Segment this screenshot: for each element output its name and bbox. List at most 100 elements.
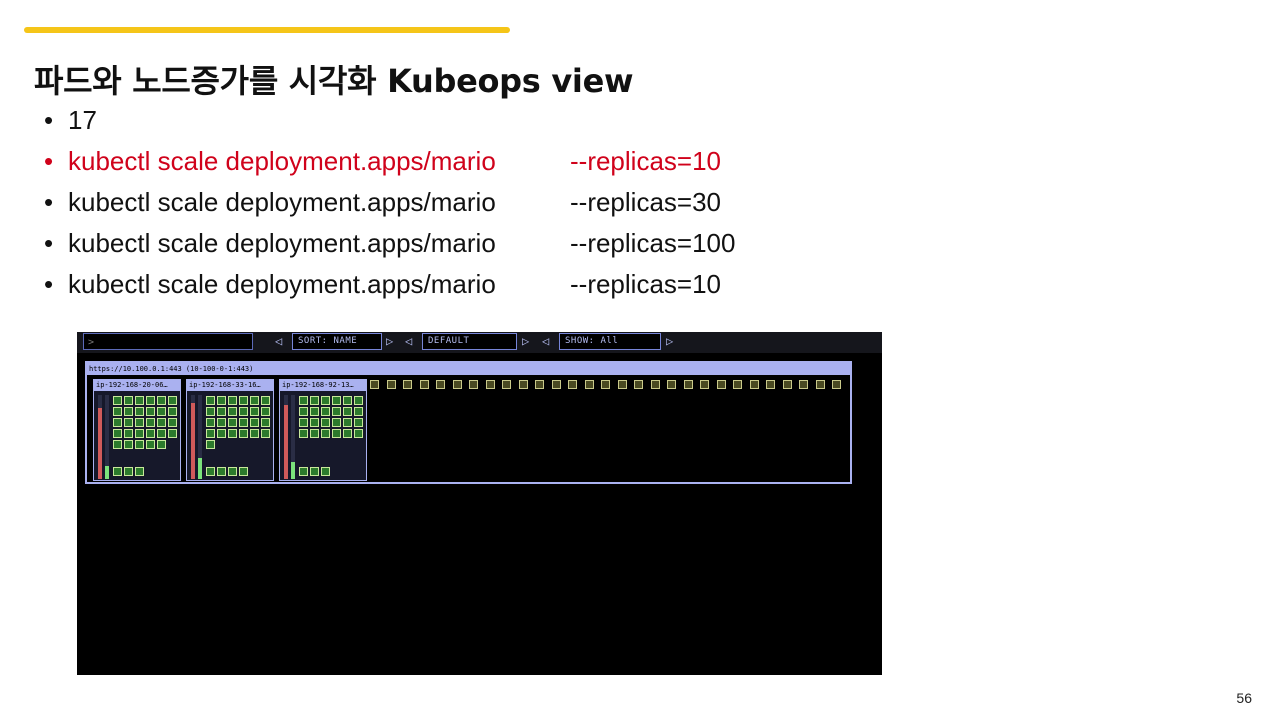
show-prev-arrow-icon[interactable]: ◁ xyxy=(542,334,550,348)
pod[interactable] xyxy=(332,396,341,405)
pending-pod[interactable] xyxy=(617,380,627,389)
pod[interactable] xyxy=(135,418,144,427)
pod[interactable] xyxy=(250,396,259,405)
pending-pod[interactable] xyxy=(716,380,726,389)
system-pod[interactable] xyxy=(228,467,237,476)
pending-pod[interactable] xyxy=(502,380,511,389)
pod[interactable] xyxy=(299,418,308,427)
pod[interactable] xyxy=(157,440,166,449)
pending-pod[interactable] xyxy=(370,380,379,389)
system-pod[interactable] xyxy=(310,467,319,476)
pod[interactable] xyxy=(332,418,341,427)
pod[interactable] xyxy=(228,418,237,427)
pending-pod[interactable] xyxy=(419,380,429,389)
pod[interactable] xyxy=(299,429,308,438)
pending-pod[interactable] xyxy=(634,380,643,389)
pending-pod[interactable] xyxy=(667,380,676,389)
pod[interactable] xyxy=(206,407,215,416)
pod[interactable] xyxy=(250,407,259,416)
pod[interactable] xyxy=(239,407,248,416)
pod[interactable] xyxy=(124,407,133,416)
pod[interactable] xyxy=(343,396,352,405)
pod[interactable] xyxy=(332,429,341,438)
system-pod[interactable] xyxy=(239,467,248,476)
pod[interactable] xyxy=(146,418,155,427)
system-pod[interactable] xyxy=(217,467,226,476)
pod[interactable] xyxy=(332,407,341,416)
pod[interactable] xyxy=(206,396,215,405)
pod[interactable] xyxy=(261,418,270,427)
pod[interactable] xyxy=(321,418,330,427)
pod[interactable] xyxy=(354,407,363,416)
pending-pod[interactable] xyxy=(469,380,478,389)
pod[interactable] xyxy=(217,407,226,416)
theme-select[interactable]: DEFAULT xyxy=(422,333,517,350)
pod[interactable] xyxy=(261,429,270,438)
pod[interactable] xyxy=(135,429,144,438)
pod[interactable] xyxy=(261,396,270,405)
cluster-panel[interactable]: https://10.100.0.1:443 (10-100-0-1:443) … xyxy=(85,361,852,484)
pod[interactable] xyxy=(217,396,226,405)
pod[interactable] xyxy=(135,407,144,416)
pending-pod[interactable] xyxy=(749,380,759,389)
pod[interactable] xyxy=(157,429,166,438)
pod[interactable] xyxy=(146,407,155,416)
pod[interactable] xyxy=(113,418,122,427)
pod[interactable] xyxy=(354,418,363,427)
system-pod[interactable] xyxy=(321,467,330,476)
pod[interactable] xyxy=(343,407,352,416)
pending-pod[interactable] xyxy=(518,380,528,389)
pending-pod[interactable] xyxy=(832,380,841,389)
pending-pod[interactable] xyxy=(683,380,693,389)
node-box[interactable]: ip-192-168-20-06… xyxy=(93,379,181,481)
pending-pod[interactable] xyxy=(452,380,462,389)
pending-pod[interactable] xyxy=(584,380,594,389)
pod[interactable] xyxy=(206,429,215,438)
pod[interactable] xyxy=(113,429,122,438)
pending-pod[interactable] xyxy=(650,380,660,389)
pod[interactable] xyxy=(228,407,237,416)
show-next-arrow-icon[interactable]: ▷ xyxy=(666,334,674,348)
pending-pod[interactable] xyxy=(700,380,709,389)
pending-pod[interactable] xyxy=(733,380,742,389)
pod[interactable] xyxy=(124,418,133,427)
pod[interactable] xyxy=(239,418,248,427)
pod[interactable] xyxy=(299,396,308,405)
pod[interactable] xyxy=(321,396,330,405)
pod[interactable] xyxy=(113,407,122,416)
pod[interactable] xyxy=(168,407,177,416)
pod[interactable] xyxy=(124,396,133,405)
pending-pod[interactable] xyxy=(485,380,495,389)
filter-input[interactable]: > xyxy=(83,333,253,350)
pod[interactable] xyxy=(168,429,177,438)
sort-prev-arrow-icon[interactable]: ◁ xyxy=(275,334,283,348)
pod[interactable] xyxy=(239,396,248,405)
pod[interactable] xyxy=(157,418,166,427)
pod[interactable] xyxy=(146,429,155,438)
pod[interactable] xyxy=(157,396,166,405)
pod[interactable] xyxy=(299,407,308,416)
pending-pod[interactable] xyxy=(568,380,577,389)
pod[interactable] xyxy=(321,429,330,438)
pod[interactable] xyxy=(228,396,237,405)
pod[interactable] xyxy=(206,440,215,449)
theme-next-arrow-icon[interactable]: ▷ xyxy=(522,334,530,348)
pod[interactable] xyxy=(217,429,226,438)
system-pod[interactable] xyxy=(206,467,215,476)
pod[interactable] xyxy=(135,440,144,449)
pod[interactable] xyxy=(321,407,330,416)
pending-pod[interactable] xyxy=(535,380,544,389)
pod[interactable] xyxy=(124,429,133,438)
pod[interactable] xyxy=(146,396,155,405)
pod[interactable] xyxy=(250,418,259,427)
pod[interactable] xyxy=(135,396,144,405)
pending-pod[interactable] xyxy=(766,380,775,389)
pod[interactable] xyxy=(113,396,122,405)
node-box[interactable]: ip-192-168-33-16… xyxy=(186,379,274,481)
pod[interactable] xyxy=(261,407,270,416)
pod[interactable] xyxy=(157,407,166,416)
pod[interactable] xyxy=(354,396,363,405)
pod[interactable] xyxy=(310,418,319,427)
pod[interactable] xyxy=(168,418,177,427)
pod[interactable] xyxy=(310,407,319,416)
